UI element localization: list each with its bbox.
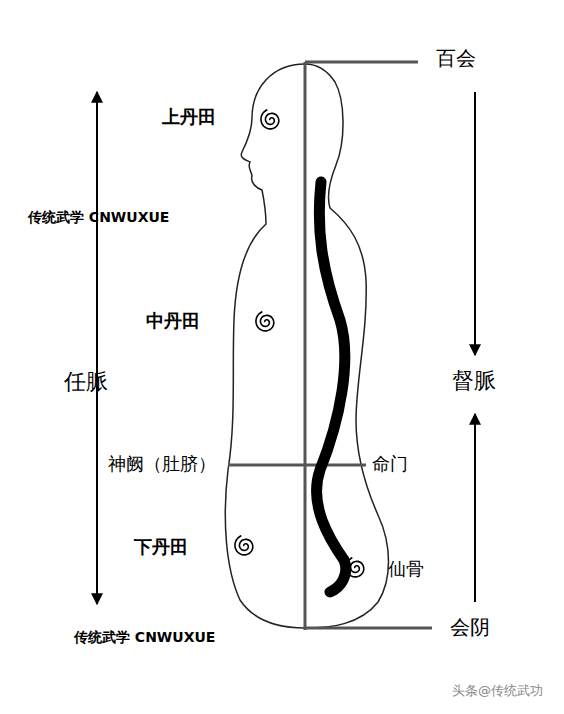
spiral-symbol: [256, 312, 274, 331]
point-name: 命门: [372, 455, 408, 473]
down-arrow: [474, 92, 476, 355]
center-line: [304, 62, 307, 630]
point-name: 会阴: [450, 617, 490, 637]
meridian-name: 任脈: [64, 371, 108, 393]
double-arrow: [96, 92, 98, 604]
spiral-symbol: [261, 110, 279, 129]
watermark: 传统武学 CNWUXUE: [74, 630, 215, 644]
watermark: 头条@传统武功: [452, 684, 543, 697]
leader-line: [228, 464, 366, 467]
point-name: 仙骨: [388, 560, 424, 578]
spine-curve: [317, 182, 346, 592]
point-name: 下丹田: [134, 538, 188, 556]
spiral-symbol: [235, 536, 253, 555]
meridian-name: 督脈: [452, 370, 496, 392]
up-arrow: [474, 414, 476, 602]
point-name: 神阙（肚脐）: [108, 455, 216, 473]
spiral-symbol: [346, 558, 364, 577]
point-name: 百会: [436, 48, 476, 68]
point-name: 上丹田: [162, 108, 216, 126]
body-outline: [225, 64, 388, 628]
point-name: 中丹田: [146, 312, 200, 330]
leader-line: [305, 627, 432, 630]
leader-line: [305, 61, 418, 64]
watermark: 传统武学 CNWUXUE: [28, 210, 169, 224]
